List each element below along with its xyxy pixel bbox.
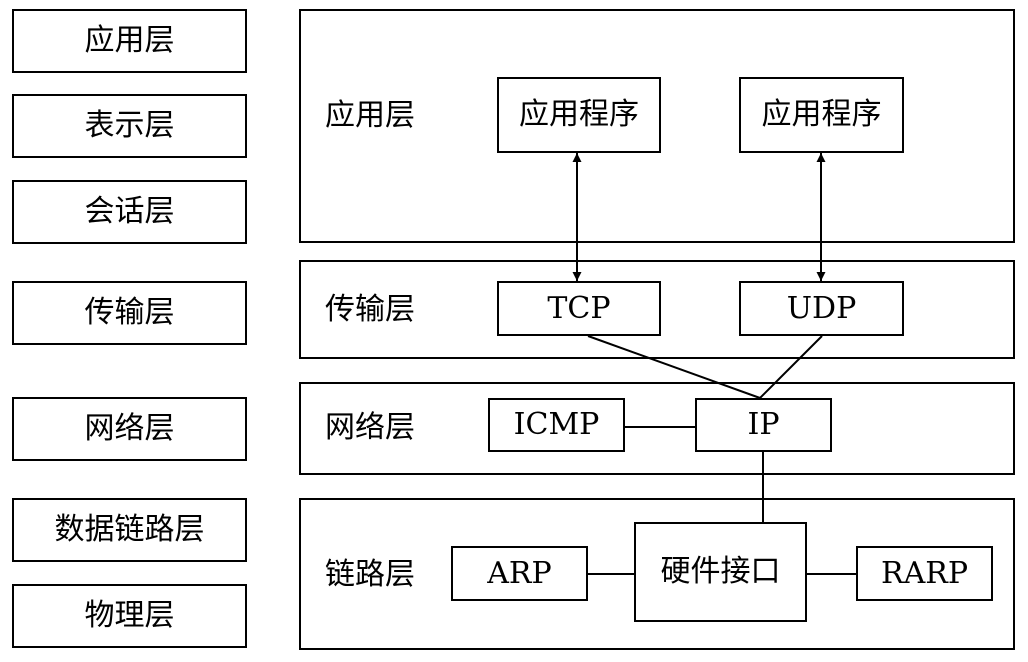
box-label: 应用程序 xyxy=(761,97,882,132)
hardware-interface-box: 硬件接口 xyxy=(634,522,807,622)
osi-layer-application: 应用层 xyxy=(12,9,247,73)
arp-box: ARP xyxy=(451,546,588,601)
osi-layer-label: 会话层 xyxy=(84,194,175,229)
osi-layer-data-link: 数据链路层 xyxy=(12,498,247,562)
box-label: IP xyxy=(747,407,780,442)
osi-layer-label: 传输层 xyxy=(84,295,175,330)
udp-box: UDP xyxy=(739,281,904,336)
icmp-box: ICMP xyxy=(488,398,625,452)
box-label: 应用程序 xyxy=(519,97,639,132)
link-layer-label: 链路层 xyxy=(325,557,415,592)
box-label: RARP xyxy=(880,555,969,591)
osi-layer-label: 物理层 xyxy=(84,598,175,633)
application-program-box-1: 应用程序 xyxy=(497,77,661,153)
osi-layer-network: 网络层 xyxy=(12,397,247,461)
ip-box: IP xyxy=(695,398,832,452)
osi-layer-label: 应用层 xyxy=(84,23,175,58)
rarp-box: RARP xyxy=(856,546,993,601)
application-layer-label: 应用层 xyxy=(325,98,415,133)
box-label: TCP xyxy=(547,290,611,326)
box-label: 硬件接口 xyxy=(660,554,781,589)
osi-layer-session: 会话层 xyxy=(12,180,247,244)
osi-layer-label: 数据链路层 xyxy=(54,512,205,547)
osi-layer-presentation: 表示层 xyxy=(12,94,247,158)
transport-layer-label: 传输层 xyxy=(325,292,415,327)
box-label: UDP xyxy=(786,290,857,326)
box-label: ARP xyxy=(487,555,552,591)
osi-layer-physical: 物理层 xyxy=(12,584,247,648)
application-program-box-2: 应用程序 xyxy=(739,77,904,153)
osi-layer-label: 网络层 xyxy=(84,411,175,446)
osi-layer-transport: 传输层 xyxy=(12,281,247,345)
osi-layer-label: 表示层 xyxy=(84,108,175,143)
tcp-box: TCP xyxy=(497,281,661,336)
box-label: ICMP xyxy=(513,407,600,442)
network-layer-label: 网络层 xyxy=(325,410,415,445)
